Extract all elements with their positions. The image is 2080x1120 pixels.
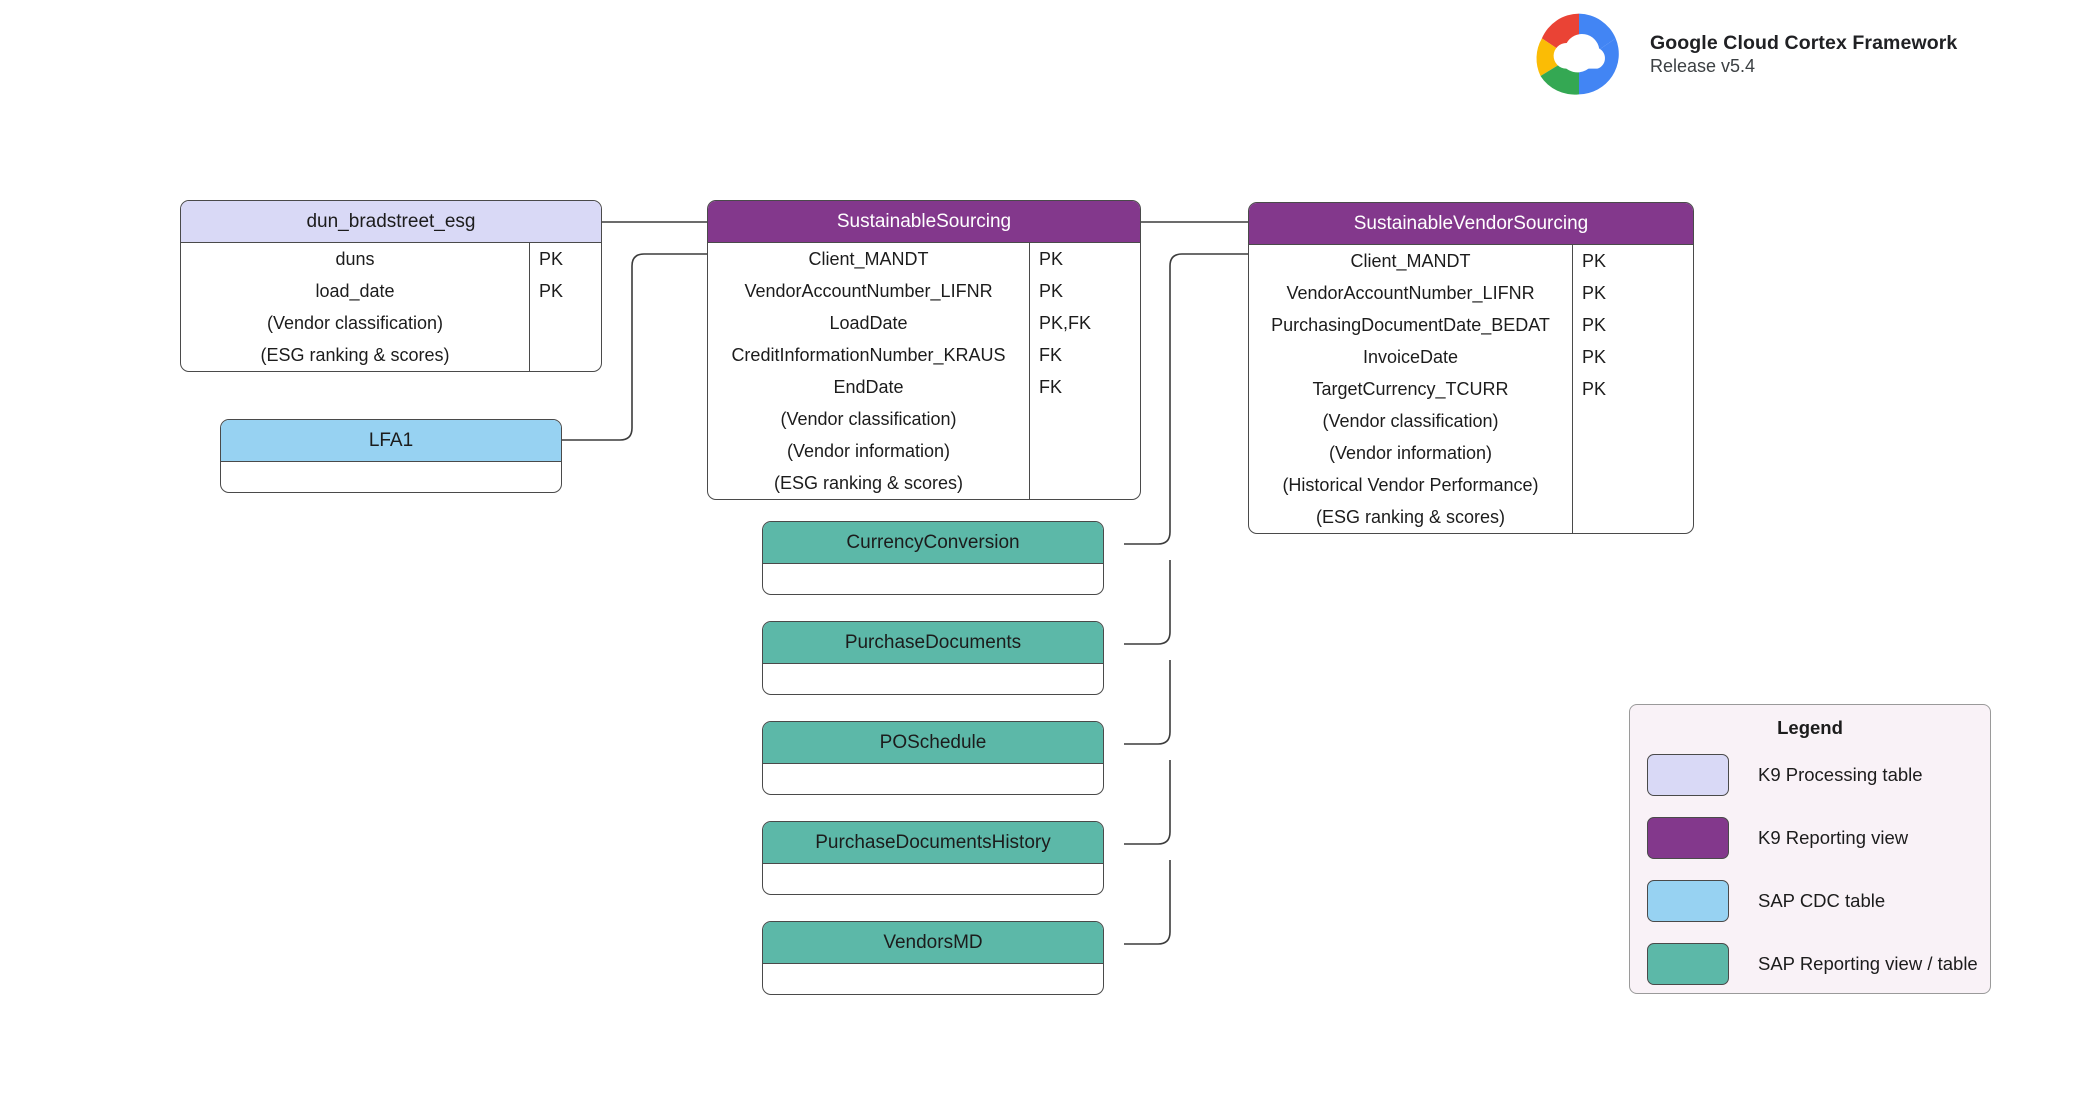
- legend-swatch-sap-reporting-view: [1647, 943, 1729, 985]
- entity-title: LFA1: [221, 420, 561, 462]
- brand-subtitle: Release v5.4: [1650, 55, 1756, 76]
- field-key: PK: [1039, 249, 1064, 269]
- brand-header: Google Cloud Cortex Framework Release v5…: [1524, 8, 1957, 100]
- entity-dun-bradstreet-esg[interactable]: dun_bradstreet_esg duns load_date (Vendo…: [180, 200, 602, 372]
- field-name: (Vendor classification): [780, 409, 957, 429]
- field-name: (ESG ranking & scores): [260, 345, 450, 365]
- entity-title: PurchaseDocumentsHistory: [763, 822, 1103, 864]
- entity-title: dun_bradstreet_esg: [181, 201, 601, 243]
- legend-label: SAP Reporting view / table: [1758, 953, 1978, 974]
- entity-purchase-documents-history[interactable]: PurchaseDocumentsHistory: [762, 821, 1104, 895]
- field-name: (ESG ranking & scores): [1315, 507, 1506, 527]
- legend-item: SAP CDC table: [1630, 874, 1990, 928]
- field-key: FK: [1039, 345, 1063, 365]
- entity-title: POSchedule: [763, 722, 1103, 764]
- field-key: [1030, 403, 1140, 435]
- field-name: VendorAccountNumber_LIFNR: [1286, 283, 1535, 303]
- legend-swatch-k9-processing-table: [1647, 754, 1729, 796]
- legend-label: SAP CDC table: [1758, 890, 1886, 911]
- entity-sustainable-sourcing[interactable]: SustainableSourcing Client_MANDT VendorA…: [707, 200, 1141, 500]
- entity-title: VendorsMD: [763, 922, 1103, 964]
- entity-empty-body: [763, 664, 1103, 694]
- entity-empty-body: [763, 564, 1103, 594]
- entity-lfa1[interactable]: LFA1: [220, 419, 562, 493]
- entity-sustainable-vendor-sourcing[interactable]: SustainableVendorSourcing Client_MANDT V…: [1248, 202, 1694, 534]
- field-key: [1030, 435, 1140, 467]
- field-key: PK: [1582, 283, 1607, 303]
- field-name: duns: [335, 249, 375, 269]
- field-name: CreditInformationNumber_KRAUS: [731, 345, 1006, 365]
- legend-swatch-k9-reporting-view: [1647, 817, 1729, 859]
- field-key: PK: [1582, 379, 1607, 399]
- field-key: PK: [1039, 281, 1064, 301]
- link-poschedule-trunk: [1124, 660, 1171, 745]
- legend-item: K9 Processing table: [1630, 748, 1990, 802]
- field-key: [1573, 437, 1693, 469]
- field-name: InvoiceDate: [1362, 347, 1459, 367]
- field-key: [1573, 501, 1693, 533]
- entity-empty-body: [763, 964, 1103, 994]
- field-name: LoadDate: [829, 313, 908, 333]
- link-purchasedocuments-trunk: [1124, 560, 1171, 645]
- entity-currency-conversion[interactable]: CurrencyConversion: [762, 521, 1104, 595]
- field-key: PK: [1582, 251, 1607, 271]
- google-cloud-logo-icon: [1536, 13, 1619, 95]
- entity-empty-body: [763, 764, 1103, 794]
- brand-title: Google Cloud Cortex Framework: [1650, 31, 1958, 54]
- field-name: Client_MANDT: [808, 249, 929, 269]
- field-key: FK: [1039, 377, 1063, 397]
- legend-title: Legend: [1777, 717, 1843, 738]
- entity-empty-body: [221, 462, 561, 492]
- field-name: (Vendor information): [1328, 443, 1493, 463]
- entity-purchase-documents[interactable]: PurchaseDocuments: [762, 621, 1104, 695]
- legend-label: K9 Reporting view: [1758, 827, 1909, 848]
- field-key: [1030, 467, 1140, 499]
- field-name: EndDate: [833, 377, 904, 397]
- entity-title: SustainableSourcing: [708, 201, 1140, 243]
- field-key: PK: [539, 281, 564, 301]
- legend-panel: Legend K9 Processing table K9 Reporting …: [1629, 704, 1991, 994]
- legend-item: K9 Reporting view: [1630, 811, 1990, 865]
- field-name: load_date: [315, 281, 395, 301]
- legend-swatch-sap-cdc-table: [1647, 880, 1729, 922]
- field-name: (ESG ranking & scores): [773, 473, 964, 493]
- field-name: PurchasingDocumentDate_BEDAT: [1271, 315, 1550, 335]
- field-name: (Vendor classification): [1322, 411, 1499, 431]
- field-key: PK,FK: [1039, 313, 1092, 333]
- field-name: (Historical Vendor Performance): [1282, 475, 1539, 495]
- entity-title: PurchaseDocuments: [763, 622, 1103, 664]
- field-key: PK: [1582, 347, 1607, 367]
- field-key: [1573, 469, 1693, 501]
- entity-title: CurrencyConversion: [763, 522, 1103, 564]
- field-key: [1573, 405, 1693, 437]
- field-name: TargetCurrency_TCURR: [1312, 379, 1509, 399]
- legend-label: K9 Processing table: [1758, 764, 1923, 785]
- entity-po-schedule[interactable]: POSchedule: [762, 721, 1104, 795]
- entity-empty-body: [763, 864, 1103, 894]
- field-key: [530, 307, 601, 339]
- field-name: Client_MANDT: [1350, 251, 1471, 271]
- field-key: PK: [1582, 315, 1607, 335]
- field-key: PK: [539, 249, 564, 269]
- link-purchasedocumentshistory-trunk: [1124, 760, 1171, 845]
- field-key: [530, 339, 601, 371]
- entity-title: SustainableVendorSourcing: [1249, 203, 1693, 245]
- link-vendorsmd-trunk: [1124, 860, 1171, 945]
- link-currencyconversion-vendorsourcing: [1124, 253, 1248, 545]
- field-name: VendorAccountNumber_LIFNR: [744, 281, 993, 301]
- field-name: (Vendor classification): [266, 313, 444, 333]
- entity-vendors-md[interactable]: VendorsMD: [762, 921, 1104, 995]
- field-name: (Vendor information): [786, 441, 951, 461]
- legend-item: SAP Reporting view / table: [1630, 937, 1990, 991]
